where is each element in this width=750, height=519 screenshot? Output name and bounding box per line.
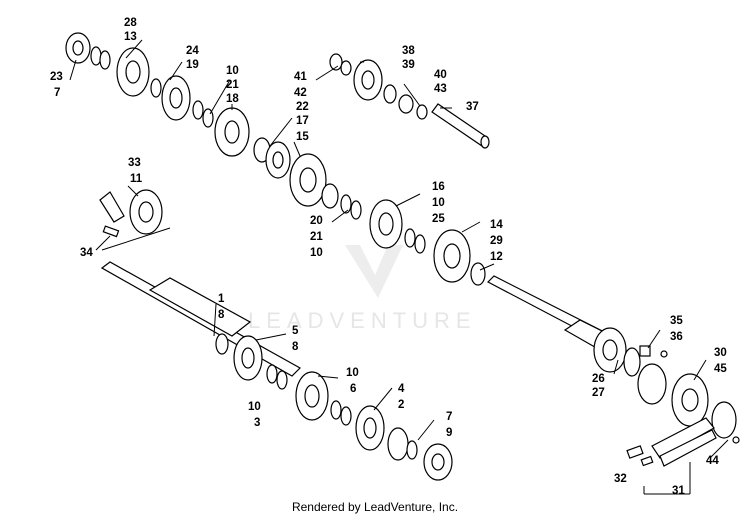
callout-29: 29 (490, 235, 503, 247)
callout-10-e: 10 (248, 401, 261, 413)
callout-41: 41 (294, 71, 307, 83)
callout-15: 15 (296, 131, 309, 143)
bearing-11 (99, 189, 163, 238)
callout-30: 30 (714, 347, 727, 359)
watermark-text: LEADVENTURE (248, 308, 477, 333)
callout-22: 22 (296, 101, 309, 113)
callout-10: 10 (226, 65, 239, 77)
callout-19: 19 (186, 59, 199, 71)
callout-24: 24 (186, 45, 199, 57)
middle-gear-stack (321, 183, 486, 286)
render-credit: Rendered by LeadVenture, Inc. (291, 500, 459, 514)
callout-13: 13 (124, 31, 137, 43)
callout-17: 17 (296, 115, 309, 127)
shaft-37 (431, 103, 490, 149)
callout-34: 34 (80, 247, 93, 259)
output-end-parts (593, 327, 740, 444)
callout-8-b: 8 (292, 341, 299, 353)
callout-33: 33 (128, 157, 141, 169)
callout-31: 31 (672, 485, 685, 497)
callout-10-c: 10 (310, 247, 323, 259)
callout-1: 1 (218, 293, 225, 305)
callout-38: 38 (402, 45, 415, 57)
callout-20: 20 (310, 215, 323, 227)
callout-40: 40 (434, 69, 447, 81)
callout-6: 6 (350, 383, 356, 395)
callout-4: 4 (398, 383, 405, 395)
gear-set-38 (329, 53, 428, 120)
callout-7-b: 7 (446, 411, 452, 423)
upper-gear-stack (65, 32, 327, 207)
callout-45: 45 (714, 363, 727, 375)
callout-28: 28 (124, 17, 137, 29)
callout-10-b: 10 (432, 197, 445, 209)
callout-2: 2 (398, 399, 404, 411)
callout-44: 44 (706, 455, 719, 467)
callout-labels: 28 13 23 7 24 19 10 21 18 22 17 15 38 39… (50, 17, 727, 497)
callout-32: 32 (614, 473, 627, 485)
callout-36: 36 (670, 331, 683, 343)
callout-43: 43 (434, 83, 447, 95)
callout-10-d: 10 (346, 367, 359, 379)
callout-16: 16 (432, 181, 445, 193)
watermark-logo: LEADVENTURE (248, 245, 477, 333)
callout-42: 42 (294, 87, 307, 99)
callout-11: 11 (130, 173, 143, 185)
callout-21-b: 21 (310, 231, 323, 243)
callout-37: 37 (466, 101, 479, 113)
callout-35: 35 (670, 315, 683, 327)
callout-9: 9 (446, 427, 452, 439)
callout-25: 25 (432, 213, 445, 225)
lower-gear-stack (215, 333, 453, 481)
watermark-chevron-icon (345, 245, 403, 298)
callout-8: 8 (218, 309, 225, 321)
output-shaft (486, 275, 613, 351)
callout-5: 5 (292, 325, 299, 337)
callout-39: 39 (402, 59, 415, 71)
callout-27: 27 (592, 387, 605, 399)
callout-14: 14 (490, 219, 503, 231)
callout-3: 3 (254, 417, 260, 429)
drive-chain (626, 417, 717, 467)
callout-26: 26 (592, 373, 605, 385)
leader-lines (69, 39, 729, 495)
callout-12: 12 (490, 251, 503, 263)
callout-23: 23 (50, 71, 63, 83)
callout-18: 18 (226, 93, 239, 105)
callout-7: 7 (54, 87, 60, 99)
callout-21: 21 (226, 79, 239, 91)
